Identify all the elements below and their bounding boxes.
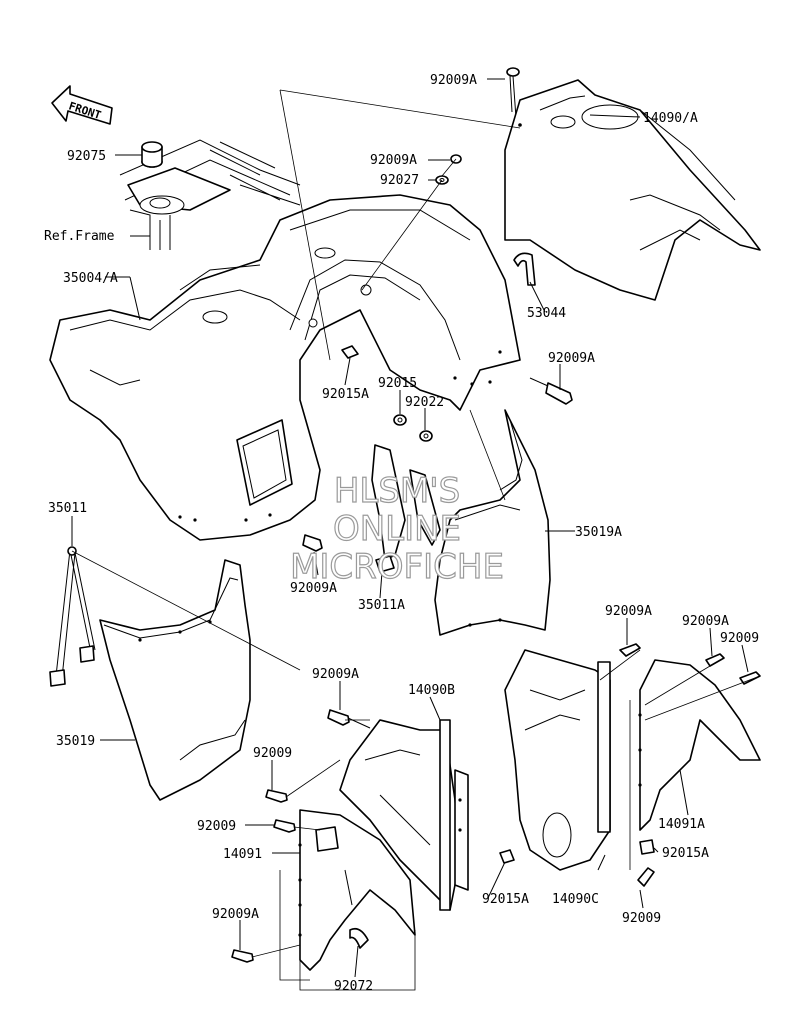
label-14091A: 14091A — [658, 817, 705, 832]
nut-92015A-left — [499, 849, 515, 864]
front-cover-14090A — [504, 79, 761, 301]
label-14090A: 14090/A — [643, 111, 698, 126]
clip-92072 — [349, 927, 369, 949]
clip-53044 — [513, 252, 536, 286]
washer-92015 — [393, 414, 407, 426]
part-labels: 92009A 14090/A 92075 92009A 92027 Ref.Fr… — [44, 73, 759, 994]
bolt-92009-b — [273, 819, 296, 833]
label-92009A-a: 92009A — [370, 153, 417, 168]
label-92015A-c: 92015A — [482, 892, 529, 907]
bolt-92009A-right-b — [705, 653, 725, 667]
label-35011A: 35011A — [358, 598, 405, 613]
frame-reference — [119, 139, 301, 250]
washer-92022 — [419, 430, 433, 442]
rubber-damper-92075 — [141, 141, 163, 168]
bolt-92009-bottom-right — [637, 867, 655, 887]
label-92009A-e: 92009A — [682, 614, 729, 629]
label-92009A-b: 92009A — [548, 351, 595, 366]
label-ref-frame: Ref.Frame — [44, 229, 115, 244]
bolt-92009A-left-mid — [327, 709, 371, 729]
nut-92015A-right — [639, 839, 655, 855]
label-92009A-g: 92009A — [212, 907, 259, 922]
watermark-line-3: MICROFICHE — [290, 547, 504, 587]
side-cover-14090B — [339, 719, 469, 911]
label-92022: 92022 — [405, 395, 444, 410]
label-92009A-f: 92009A — [312, 667, 359, 682]
label-14091: 14091 — [223, 847, 262, 862]
label-92009A-d: 92009A — [605, 604, 652, 619]
label-92027: 92027 — [380, 173, 419, 188]
label-14090B: 14090B — [408, 683, 455, 698]
label-35004A: 35004/A — [63, 271, 118, 286]
mudflap-35019A — [434, 409, 551, 636]
label-92075: 92075 — [67, 149, 106, 164]
label-35019: 35019 — [56, 734, 95, 749]
label-35011: 35011 — [48, 501, 87, 516]
fender-35004A — [49, 194, 521, 541]
label-53044: 53044 — [527, 306, 566, 321]
bolt-92009A-lower-left — [302, 534, 323, 552]
label-92015A-b: 92015A — [662, 846, 709, 861]
bolt-92009A-side — [529, 377, 573, 405]
bolt-92009A-bottom-left — [231, 949, 254, 963]
label-92009A-c: 92009A — [290, 581, 337, 596]
inner-panel-14091A — [638, 659, 761, 831]
front-arrow-icon: FRONT — [51, 85, 113, 125]
label-92009-a: 92009 — [720, 631, 759, 646]
label-92009A-top: 92009A — [430, 73, 477, 88]
label-92009-c: 92009 — [197, 819, 236, 834]
assembly-lines — [71, 89, 761, 991]
leader-lines — [71, 78, 749, 978]
watermark-line-2: ONLINE — [333, 509, 461, 549]
stay-35011 — [49, 546, 96, 687]
watermark-line-1: HLSM'S — [334, 471, 460, 511]
watermark: HLSM'S ONLINE MICROFICHE — [289, 470, 504, 587]
bolt-92009A-right-a — [619, 643, 641, 657]
bolt-92009A-top — [506, 67, 520, 119]
mudflap-35019 — [99, 559, 251, 801]
nut-92015A-upper — [341, 345, 359, 359]
label-92009-d: 92009 — [622, 911, 661, 926]
label-92015A-a: 92015A — [322, 387, 369, 402]
side-cover-14090C — [504, 649, 611, 871]
label-92015: 92015 — [378, 376, 417, 391]
label-92009-b: 92009 — [253, 746, 292, 761]
stay-35011A — [371, 444, 441, 573]
label-14090C: 14090C — [552, 892, 599, 907]
label-35019A: 35019A — [575, 525, 622, 540]
bolt-92009-a — [265, 789, 288, 803]
label-92072: 92072 — [334, 979, 373, 994]
